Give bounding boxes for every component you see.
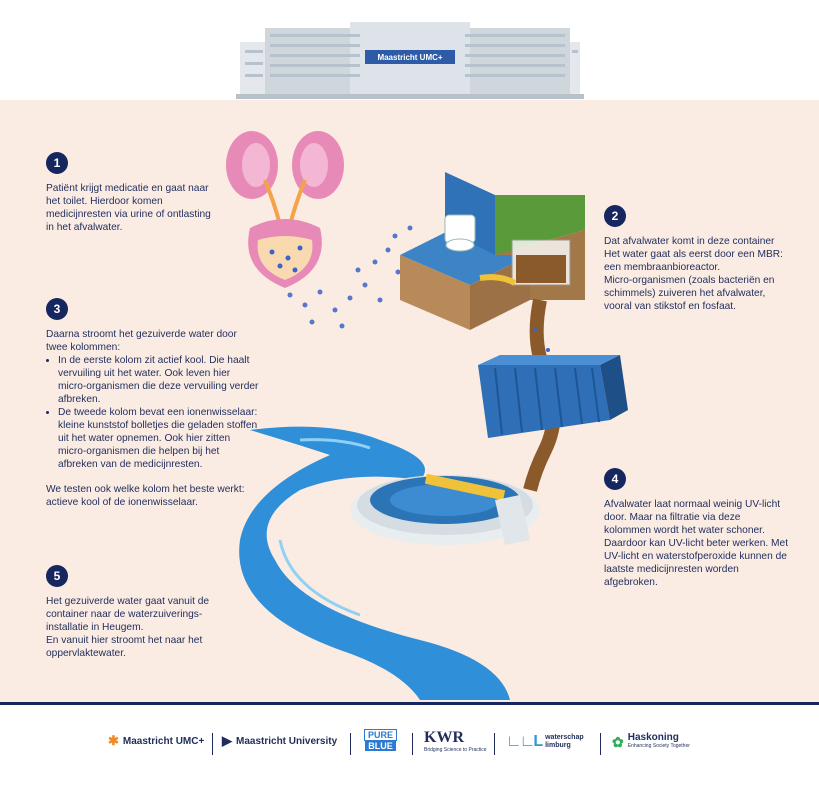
logo-kwr-tagline: Bridging Science to Practice [424, 747, 487, 753]
step-4-text: Afvalwater laat normaal weinig UV-licht … [604, 499, 789, 588]
logo-maastricht-university: ▶ Maastricht University [222, 733, 337, 749]
river [239, 426, 510, 700]
medicine-particles [287, 225, 413, 329]
logo-haskoning: ✿ Haskoning Enhancing Society Together [612, 733, 690, 751]
logo-pureblue-top: PURE [364, 729, 398, 741]
step-3-bullet: In de eerste kolom zit actief kool. Die … [58, 354, 261, 406]
kidney-bladder-icon [226, 131, 344, 288]
logo-um-text: Maastricht University [236, 735, 338, 747]
hospital-building-icon: Maastricht UMC+ [236, 22, 584, 99]
step-1-number: 1 [46, 152, 68, 174]
mumc-logo-icon: ✱ [108, 733, 119, 748]
step-4: 4 Afvalwater laat normaal weinig UV-lich… [604, 468, 789, 589]
waterschap-logo-icon: ∟∟L [506, 733, 543, 750]
step-5-number: 5 [46, 565, 68, 587]
step-2-line1: Dat afvalwater komt in deze container [604, 236, 775, 247]
step-2-line3: een membraanbioreactor. [604, 262, 721, 273]
step-3-outro: We testen ook welke kolom het beste werk… [46, 484, 245, 508]
step-4-number: 4 [604, 468, 626, 490]
step-3-intro: Daarna stroomt het gezuiverde water door… [46, 329, 237, 353]
step-2-number: 2 [604, 205, 626, 227]
footer-divider [0, 702, 819, 705]
step-3-bullet: De tweede kolom bevat een ionenwisselaar… [58, 406, 261, 471]
logo-mumc-text: Maastricht UMC+ [122, 735, 205, 747]
container-icon [478, 355, 628, 438]
logo-haskoning-tagline: Enhancing Society Together [627, 743, 690, 749]
step-2: 2 Dat afvalwater komt in deze container … [604, 205, 789, 313]
logo-separator [412, 733, 413, 755]
logo-separator [212, 733, 213, 755]
step-3: 3 Daarna stroomt het gezuiverde water do… [46, 298, 261, 509]
toilet-block-icon [400, 172, 585, 330]
logo-pureblue-bottom: BLUE [365, 741, 396, 751]
logo-kwr-text: KWR [424, 729, 464, 746]
um-logo-icon: ▶ [222, 733, 232, 748]
logo-separator [494, 733, 495, 755]
step-3-list: In de eerste kolom zit actief kool. Die … [46, 354, 261, 471]
haskoning-logo-icon: ✿ [612, 733, 624, 750]
step-5: 5 Het gezuiverde water gaat vanuit de co… [46, 565, 226, 660]
building-sign: Maastricht UMC+ [377, 53, 442, 62]
step-2-line2: Het water gaat als eerst door een MBR: [604, 249, 783, 260]
logo-haskoning-text: Haskoning [627, 732, 679, 743]
logo-waterschap-limburg: ∟∟L waterschap limburg [506, 733, 584, 751]
step-3-number: 3 [46, 298, 68, 320]
logo-separator [600, 733, 601, 755]
partner-logos: ✱ Maastricht UMC+ ▶ Maastricht Universit… [0, 725, 819, 765]
logo-waterschap-top: waterschap [545, 734, 584, 741]
step-2-line4: Micro-organismen (zoals bacteriën en sch… [604, 275, 775, 312]
infographic-panel [0, 100, 819, 702]
logo-waterschap-bottom: limburg [545, 742, 571, 749]
logo-maastricht-umc: ✱ Maastricht UMC+ [108, 733, 204, 749]
logo-separator [350, 733, 351, 755]
step-1: 1 Patiënt krijgt medicatie en gaat naar … [46, 152, 216, 234]
step-5-line1: Het gezuiverde water gaat vanuit de cont… [46, 596, 210, 633]
step-1-text: Patiënt krijgt medicatie en gaat naar he… [46, 183, 211, 233]
logo-pureblue: PURE BLUE [364, 729, 398, 751]
treatment-tank-icon [350, 473, 540, 545]
step-5-line2: En vanuit hier stroomt het naar het oppe… [46, 635, 203, 659]
logo-kwr: KWR Bridging Science to Practice [424, 729, 487, 753]
